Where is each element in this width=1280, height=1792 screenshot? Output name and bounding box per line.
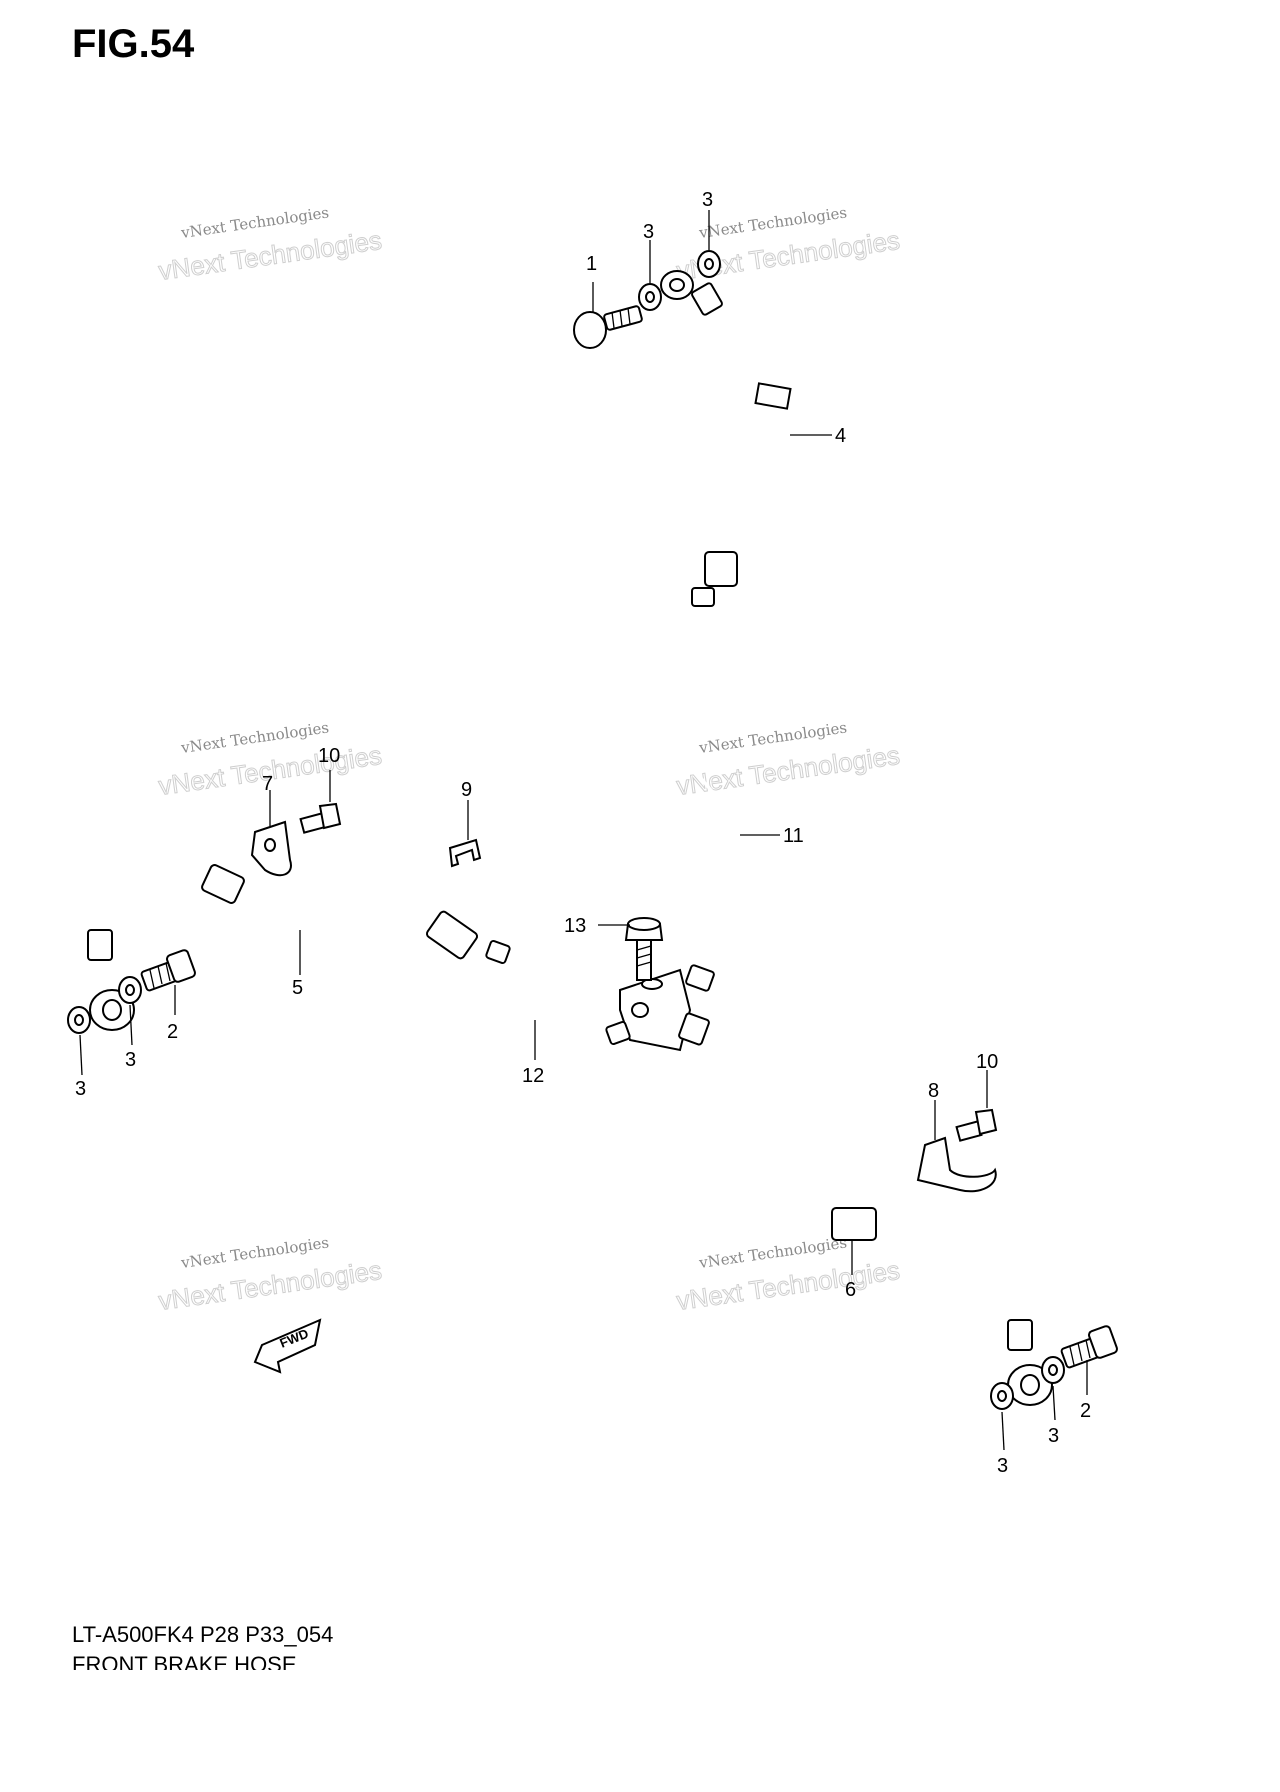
hose-4 [660, 270, 798, 587]
callout-2-right: 2 [1080, 1400, 1091, 1422]
model-code: LT-A500FK4 P28 P33_054 [72, 1622, 334, 1647]
callout-13: 13 [564, 915, 586, 937]
callout-10-left: 10 [318, 745, 340, 767]
callout-3-top-2: 3 [702, 189, 713, 211]
watermarks: vNext Technologies vNext Technologies vN… [156, 203, 902, 1316]
clip-9 [448, 838, 482, 868]
callouts: 1 3 3 4 11 5 3 3 2 7 10 9 13 12 8 10 6 3… [75, 189, 1091, 1477]
hose-6 [678, 1012, 1053, 1406]
watermark-top-left: vNext Technologies vNext Technologies [156, 203, 384, 286]
diagram-caption: FRONT BRAKE HOSE [72, 1652, 297, 1670]
callout-5: 5 [292, 977, 303, 999]
callout-3-top-1: 3 [643, 221, 654, 243]
leader-lines [79, 210, 1088, 1451]
callout-6: 6 [845, 1279, 856, 1301]
banjo-bolt-2-right [1060, 1325, 1118, 1369]
callout-3-left-1: 3 [75, 1078, 86, 1100]
bolt-13 [624, 917, 664, 981]
pipe-11 [676, 587, 738, 992]
junction-block [619, 968, 692, 1052]
callout-1: 1 [586, 253, 597, 275]
callout-7: 7 [262, 773, 273, 795]
watermark-bottom-left: vNext Technologies vNext Technologies [156, 1233, 384, 1316]
pipe-12 [485, 939, 631, 1055]
bolt-10-left [299, 802, 342, 834]
callout-8: 8 [928, 1080, 939, 1102]
figure-title: FIG.54 [72, 22, 195, 66]
fwd-arrow: FWD [253, 1318, 322, 1374]
callout-2-left: 2 [167, 1021, 178, 1043]
callout-12: 12 [522, 1065, 544, 1087]
callout-11: 11 [783, 825, 804, 847]
callout-3-left-2: 3 [125, 1049, 136, 1071]
hose-5 [87, 801, 481, 1031]
callout-10-right: 10 [976, 1051, 998, 1073]
bolt-10-right [955, 1108, 998, 1142]
clamp-7 [250, 820, 292, 877]
callout-3-right-2: 3 [1048, 1425, 1059, 1447]
watermark-bottom-mid: vNext Technologies vNext Technologies [674, 1233, 902, 1316]
banjo-bolt-2-left [140, 949, 196, 992]
clamp-8 [916, 1136, 997, 1193]
callout-9: 9 [461, 779, 472, 801]
banjo-bolt-1 [573, 305, 643, 349]
callout-4: 4 [835, 425, 846, 447]
callout-3-right-1: 3 [997, 1455, 1008, 1477]
